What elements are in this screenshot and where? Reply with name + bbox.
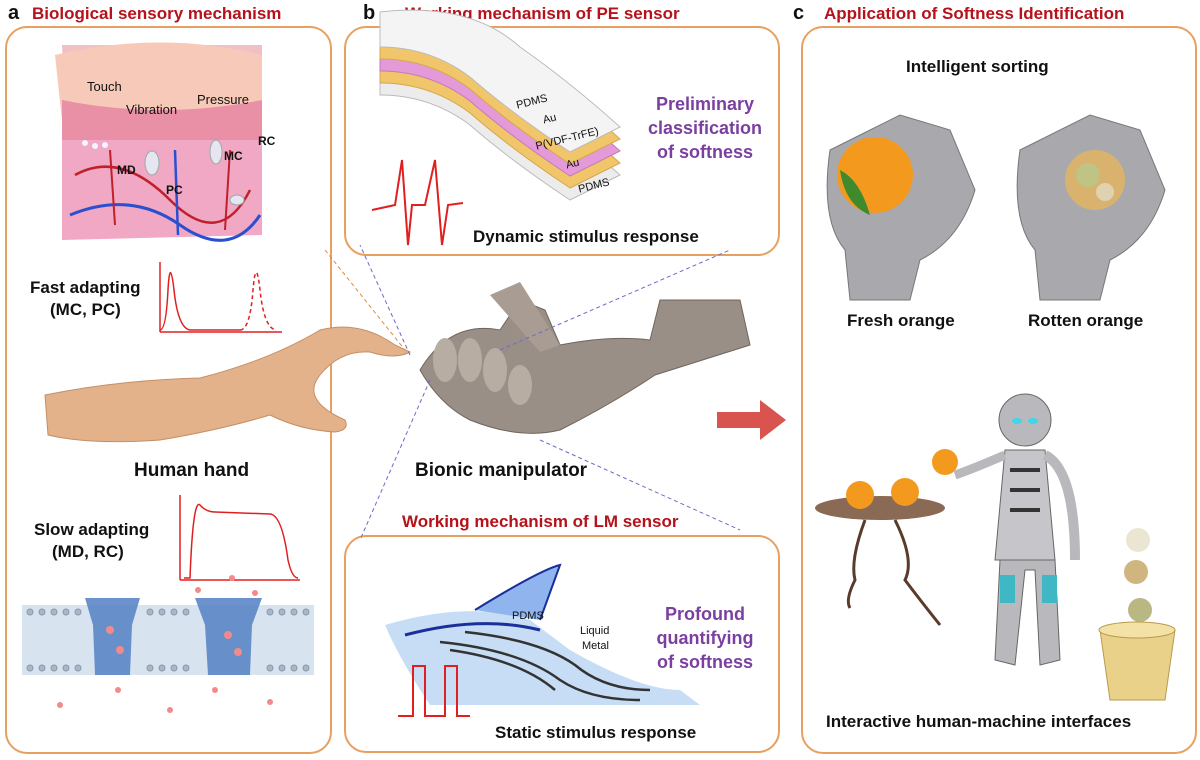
lm-sensor-title: Working mechanism of LM sensor [402,512,679,531]
lm-sensor-frame [344,535,780,753]
panel-a-title: Biological sensory mechanism [32,4,282,23]
slow-adapting-receptors: (MD, RC) [52,542,124,561]
panel-a-frame [5,26,332,754]
pe-purpose: Preliminary classification of softness [647,94,763,162]
pe-sensor-title: Working mechanism of PE sensor [405,4,680,23]
fresh-orange-label: Fresh orange [847,311,955,330]
fast-adapting-label: Fast adapting [30,278,141,297]
rc-label: RC [258,134,276,148]
pe-response-label: Dynamic stimulus response [473,227,699,246]
panel-c-frame [801,26,1197,754]
panel-c-title: Application of Softness Identification [824,4,1125,23]
fast-adapting-receptors: (MC, PC) [50,300,121,319]
panel-c-letter: c [793,2,805,24]
lm-metal-label: Metal [582,640,609,652]
pc-label: PC [166,183,183,197]
intelligent-sorting-label: Intelligent sorting [906,57,1049,76]
panel-b-letter: b [363,2,376,24]
mc-label: MC [224,149,243,163]
hmi-label: Interactive human-machine interfaces [826,712,1132,731]
pe-sensor-frame [344,26,780,256]
lm-liquid-label: Liquid [580,625,610,637]
slow-adapting-label: Slow adapting [34,520,150,539]
lm-response-label: Static stimulus response [495,723,697,742]
lm-pdms-label: PDMS [512,610,544,622]
rotten-orange-label: Rotten orange [1028,311,1144,330]
touch-label: Touch [87,79,122,94]
lm-purpose: Profound quantifying of softness [656,604,754,672]
vibration-label: Vibration [126,102,178,117]
human-hand-label: Human hand [134,460,250,481]
pressure-label: Pressure [197,92,250,107]
panel-a-letter: a [8,2,20,24]
bionic-manipulator-label: Bionic manipulator [415,460,588,481]
md-label: MD [117,163,136,177]
